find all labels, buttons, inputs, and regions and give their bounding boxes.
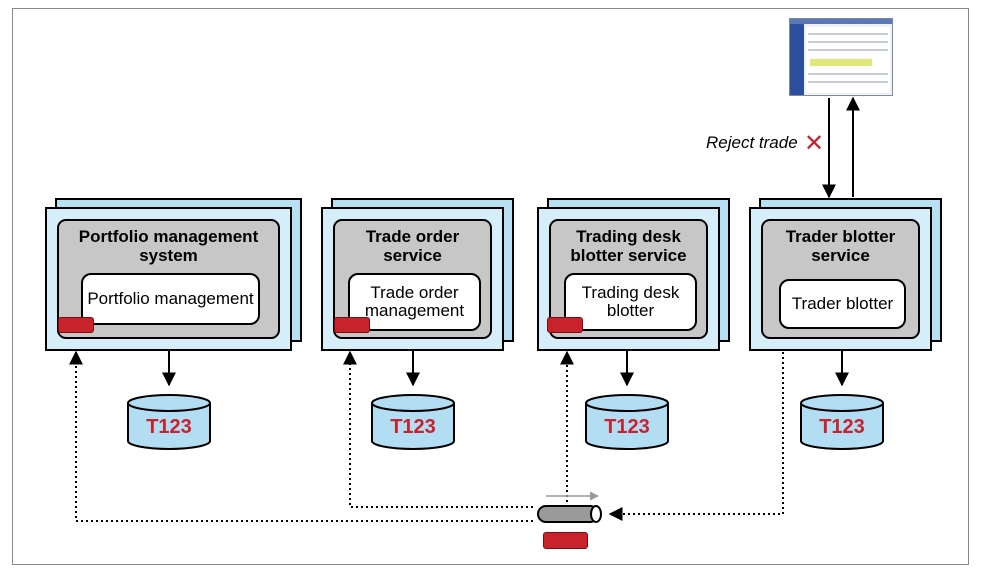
ui-row [808, 49, 888, 51]
database-label: T123 [819, 416, 865, 438]
service-trade-order: Trade order service Trade order manageme… [321, 198, 514, 351]
service-panel: Trading desk blotter service Trading des… [549, 219, 708, 339]
component-box: Trader blotter [779, 279, 906, 329]
service-trading-desk-blotter: Trading desk blotter service Trading des… [537, 198, 730, 351]
event-tag [543, 532, 588, 549]
database-label: T123 [604, 416, 650, 438]
database-cylinder [127, 394, 211, 450]
service-box: Trading desk blotter service Trading des… [537, 207, 720, 351]
reject-trade-label: Reject trade [706, 133, 798, 152]
diagram-frame [12, 8, 969, 565]
service-trader-blotter: Trader blotter service Trader blotter [749, 198, 942, 351]
service-title: Trader blotter service [785, 227, 896, 265]
database-cylinder [371, 394, 455, 450]
database-1: T123 [128, 395, 210, 449]
database-cylinder [585, 394, 669, 450]
x-mark-icon: ✕ [804, 129, 825, 157]
trader-ui-screenshot [789, 18, 893, 96]
event-flow-to-portfolio [69, 350, 533, 522]
ui-row [808, 41, 888, 43]
ui-row [808, 33, 888, 35]
component-box: Portfolio management [81, 273, 260, 325]
service-title: Portfolio management system [78, 227, 259, 265]
service-box: Trader blotter service Trader blotter [749, 207, 932, 351]
service-portfolio-management: Portfolio management system Portfolio ma… [45, 198, 302, 351]
event-tag [58, 317, 94, 333]
database-cylinder [800, 394, 884, 450]
event-tag [334, 317, 370, 333]
component-box: Trading desk blotter [564, 273, 697, 331]
service-title: Trading desk blotter service [570, 227, 687, 265]
event-tag [547, 317, 583, 333]
event-flow-to-trade-order [343, 350, 533, 508]
database-4: T123 [801, 395, 883, 449]
service-panel: Trader blotter service Trader blotter [761, 219, 920, 339]
database-2: T123 [372, 395, 454, 449]
ui-row [808, 73, 888, 75]
event-channel-pipe [537, 505, 602, 523]
service-panel: Portfolio management system Portfolio ma… [57, 219, 280, 339]
event-flow-in [608, 352, 784, 521]
ui-row [808, 81, 888, 83]
component-box: Trade order management [348, 273, 481, 331]
service-box: Portfolio management system Portfolio ma… [45, 207, 292, 351]
ui-highlight [810, 59, 872, 66]
database-label: T123 [390, 416, 436, 438]
ui-sidebar [790, 24, 804, 95]
ui-titlebar [790, 19, 892, 24]
database-label: T123 [146, 416, 192, 438]
database-3: T123 [586, 395, 668, 449]
service-title: Trade order service [365, 227, 460, 265]
